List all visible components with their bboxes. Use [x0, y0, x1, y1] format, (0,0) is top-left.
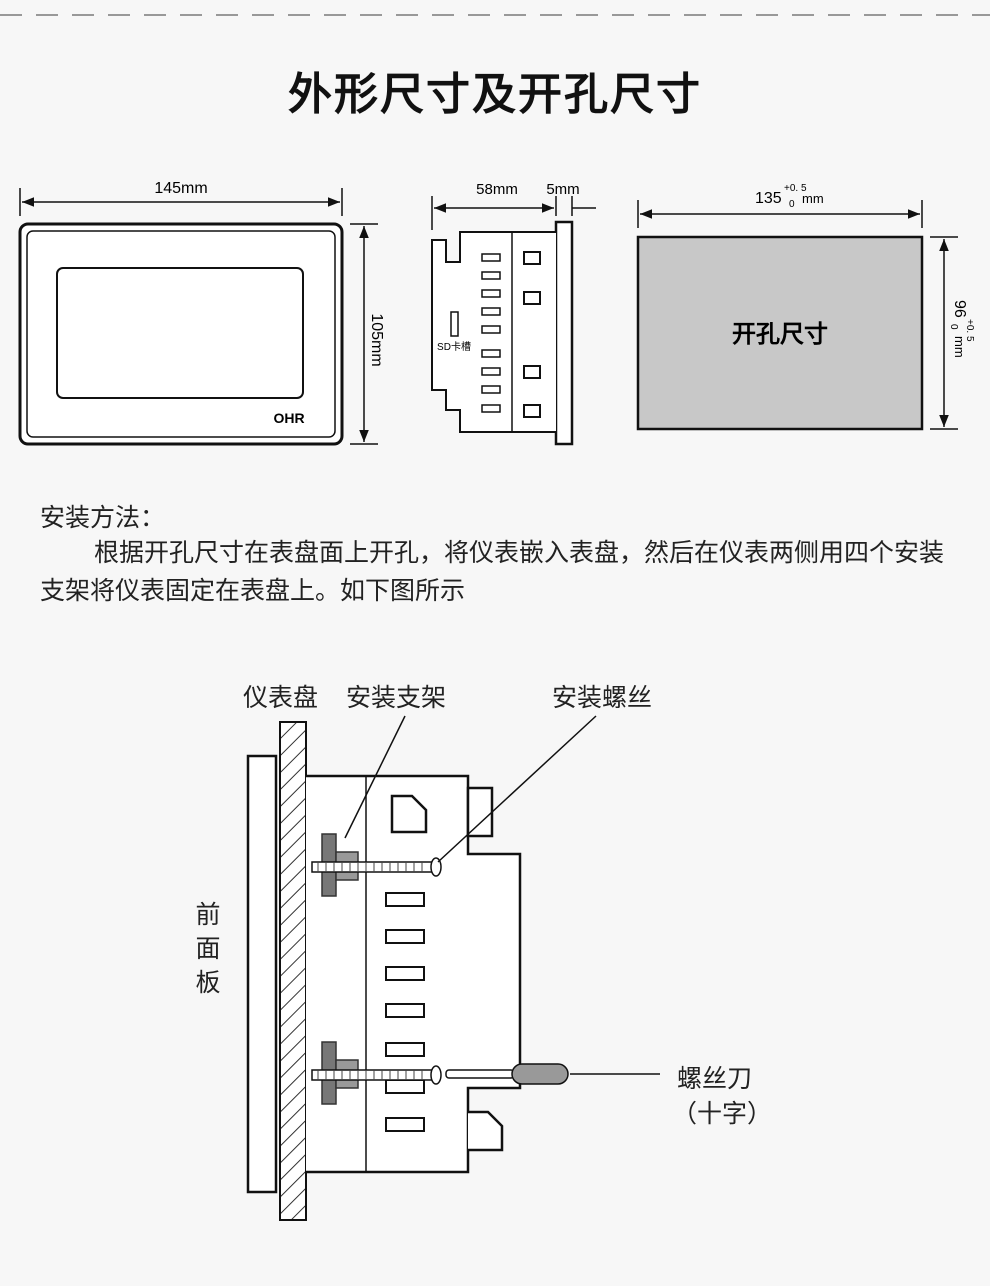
- screw-leader: [437, 715, 597, 863]
- front-panel-bezel: [246, 754, 278, 1194]
- label-front-panel: 前面板: [195, 900, 221, 997]
- side-panel-label: 5mm: [546, 181, 579, 198]
- cutout-view: 135 +0. 5 0 mm 开孔尺寸 96 +0. 5 0 mm: [636, 183, 975, 431]
- label-bracket: 安装支架: [346, 683, 447, 712]
- svg-text:0: 0: [789, 199, 795, 210]
- cutout-rectangle: [636, 235, 924, 431]
- bracket-bottom: [311, 1041, 442, 1105]
- ohr-logo: OHR: [273, 410, 304, 426]
- cutout-height-label: 96: [951, 300, 968, 318]
- install-body: 根据开孔尺寸在表盘面上开孔，将仪表嵌入表盘，然后在仪表两侧用四个安装支架将仪表固…: [40, 538, 945, 605]
- side-front-bezel: [554, 220, 574, 446]
- cutout-width-label: 135: [755, 190, 782, 207]
- front-display-window: [56, 267, 304, 399]
- side-view: 58mm 5mm SD卡槽: [431, 181, 596, 446]
- svg-text:+0. 5: +0. 5: [784, 183, 807, 194]
- label-screwdriver: 螺丝刀: [677, 1064, 753, 1093]
- meter-body: [306, 774, 522, 1174]
- sd-slot-label: SD卡槽: [437, 340, 471, 353]
- sd-slot: [450, 311, 459, 337]
- front-height-label: 105mm: [368, 313, 385, 366]
- svg-text:0: 0: [948, 324, 959, 330]
- top-dashed-divider: [0, 14, 990, 16]
- dimension-drawings: 145mm OHR 105mm 58mm 5mm S: [18, 180, 975, 446]
- label-screw: 安装螺丝: [552, 683, 653, 712]
- install-heading: 安装方法：: [40, 503, 166, 532]
- bracket-top: [311, 833, 442, 897]
- svg-text:+0. 5: +0. 5: [964, 319, 975, 342]
- front-panel-inner: [26, 230, 336, 438]
- side-depth-label: 58mm: [476, 181, 518, 198]
- label-screwdriver-type: （十字）: [672, 1099, 773, 1128]
- svg-text:mm: mm: [802, 191, 824, 206]
- front-view: 145mm OHR 105mm: [18, 180, 385, 446]
- bracket-leader: [344, 715, 406, 839]
- mounting-panel: [279, 721, 307, 1221]
- label-panel: 仪表盘: [243, 683, 319, 712]
- page-title: 外形尺寸及开孔尺寸: [288, 69, 702, 120]
- svg-text:mm: mm: [952, 336, 967, 358]
- front-width-label: 145mm: [154, 180, 207, 197]
- cutout-center-label: 开孔尺寸: [732, 319, 828, 348]
- screwdriver: [445, 1063, 660, 1085]
